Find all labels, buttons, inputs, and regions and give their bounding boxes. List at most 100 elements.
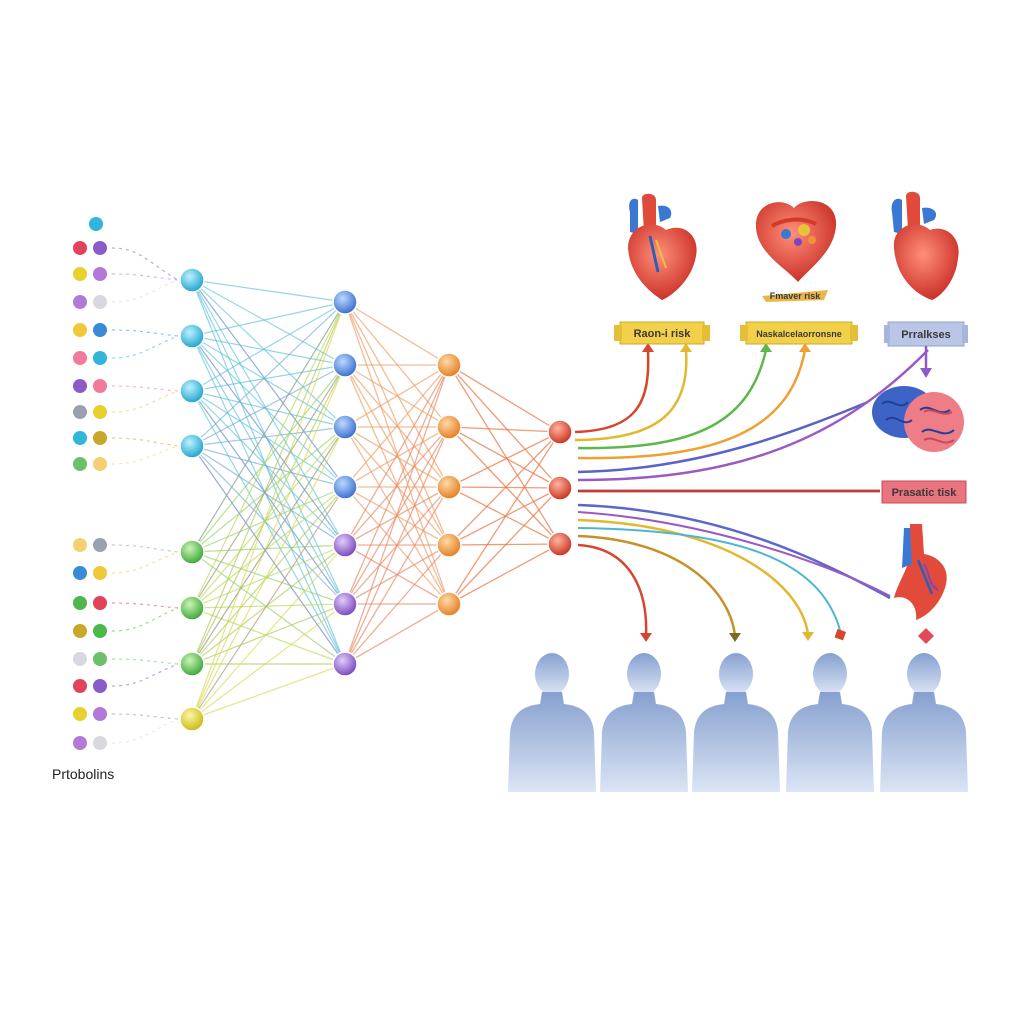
input-link xyxy=(111,247,179,281)
network-node xyxy=(436,474,462,500)
edge xyxy=(191,364,346,447)
input-dot xyxy=(73,323,87,337)
edge xyxy=(191,445,346,546)
input-dot xyxy=(73,596,87,610)
edge xyxy=(191,364,346,553)
input-dot xyxy=(93,267,107,281)
edge xyxy=(191,279,346,665)
edge xyxy=(344,364,450,605)
input-dot xyxy=(73,538,87,552)
edge xyxy=(191,390,346,488)
input-link xyxy=(111,544,179,553)
edge xyxy=(191,301,346,665)
network-node xyxy=(436,591,462,617)
network-node xyxy=(332,289,358,315)
brain-icon xyxy=(872,386,964,452)
edge xyxy=(191,486,346,553)
label-top2-sub-text: Fmaver risk xyxy=(770,291,822,301)
marker-person5 xyxy=(918,628,934,644)
input-dot xyxy=(93,457,107,471)
input-link xyxy=(111,437,179,447)
edge xyxy=(191,335,346,546)
network-node xyxy=(179,539,205,565)
input-link xyxy=(111,335,179,359)
edge xyxy=(344,426,450,665)
person-icon xyxy=(508,653,596,792)
person-head xyxy=(535,653,569,695)
edge xyxy=(448,431,561,546)
edge xyxy=(191,364,346,720)
input-dot xyxy=(73,652,87,666)
network-node xyxy=(332,352,358,378)
input-dot xyxy=(73,457,87,471)
arrowhead-top1b xyxy=(680,343,692,352)
network-node xyxy=(179,323,205,349)
network-node xyxy=(436,414,462,440)
edge xyxy=(344,301,450,546)
edge xyxy=(191,301,346,720)
network-node xyxy=(179,378,205,404)
curve-to-top2 xyxy=(577,349,768,450)
edge xyxy=(448,364,561,489)
edge xyxy=(191,486,346,720)
edge xyxy=(191,390,346,428)
edge xyxy=(344,364,450,665)
edge xyxy=(191,301,346,553)
person-head xyxy=(627,653,661,695)
edge xyxy=(191,279,346,428)
input-link xyxy=(111,658,179,665)
network-node xyxy=(332,591,358,617)
label-top1-text: Raon-i risk xyxy=(634,328,692,340)
edge xyxy=(344,301,450,488)
edge xyxy=(448,426,561,545)
network-node xyxy=(547,419,573,445)
edge xyxy=(191,279,346,366)
arrowhead-person3 xyxy=(802,632,814,641)
input-dot xyxy=(73,566,87,580)
arrowhead-top2b xyxy=(799,343,811,352)
edge xyxy=(191,335,346,488)
input-protein-dots xyxy=(73,217,179,750)
network-connections xyxy=(191,279,561,720)
input-dot xyxy=(93,351,107,365)
arrowhead-top1 xyxy=(642,343,654,352)
edge xyxy=(191,445,346,665)
network-node xyxy=(332,414,358,440)
input-dot xyxy=(73,707,87,721)
curve-to-person4 xyxy=(577,527,841,631)
heart-icon-right xyxy=(891,191,959,300)
label-top2: Naskalcelaorronsne xyxy=(740,321,858,345)
edge xyxy=(191,279,346,605)
edge xyxy=(344,364,450,546)
network-nodes xyxy=(179,267,573,732)
input-dot xyxy=(73,736,87,750)
edge xyxy=(344,301,450,366)
edge xyxy=(191,603,346,665)
edge xyxy=(344,486,450,665)
network-node xyxy=(179,267,205,293)
heart-icon xyxy=(628,193,697,300)
network-node xyxy=(436,532,462,558)
edge xyxy=(448,431,561,605)
label-top3-text: Prralkses xyxy=(901,329,951,341)
edge xyxy=(344,603,450,665)
person-icon xyxy=(692,653,780,792)
arrowhead-person2 xyxy=(729,633,741,642)
network-node xyxy=(332,474,358,500)
label-top2-sub: Fmaver risk xyxy=(762,290,828,302)
edge xyxy=(191,335,346,605)
input-dot xyxy=(89,217,103,231)
input-dot xyxy=(93,624,107,638)
edge xyxy=(191,279,346,303)
input-link xyxy=(111,602,179,609)
edge xyxy=(448,543,561,546)
input-link xyxy=(111,273,179,281)
curve-to-person1 xyxy=(577,543,648,637)
edge xyxy=(448,431,561,488)
input-dot xyxy=(93,241,107,255)
input-dot xyxy=(93,566,107,580)
output-arrows xyxy=(574,343,934,644)
input-dot xyxy=(93,323,107,337)
input-dot xyxy=(73,624,87,638)
